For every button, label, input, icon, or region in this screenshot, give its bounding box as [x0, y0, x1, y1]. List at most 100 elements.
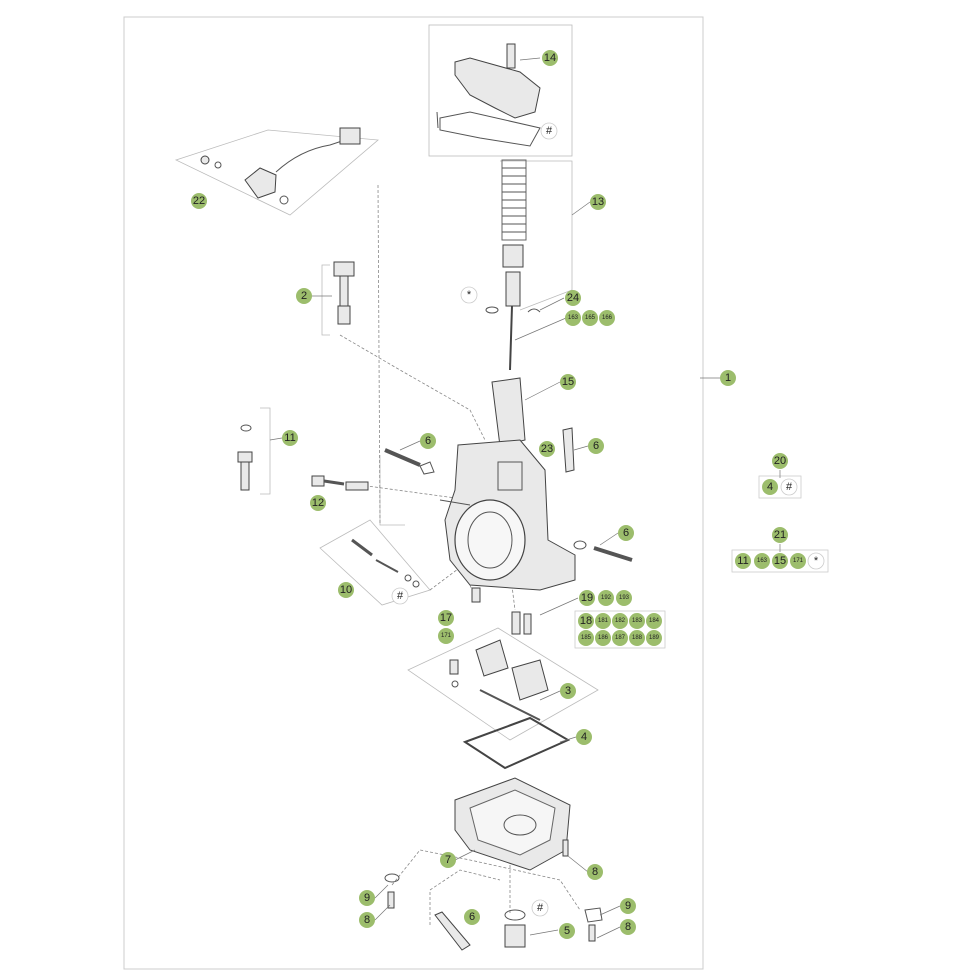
callout-166[interactable]: 166 — [599, 310, 615, 326]
svg-text:9: 9 — [625, 900, 631, 912]
callout-187[interactable]: 187 — [612, 630, 628, 646]
callout-8-bottom-right[interactable]: 8 — [620, 919, 636, 935]
callout-13[interactable]: 13 — [590, 194, 606, 210]
callout-6-bottom[interactable]: 6 — [464, 909, 480, 925]
hash-marker-throttle-cover[interactable]: # — [540, 122, 558, 140]
leader-6a — [399, 440, 421, 451]
leader-3 — [539, 690, 561, 701]
callout-2[interactable]: 2 — [296, 288, 312, 304]
part-carburetor-body — [439, 439, 576, 591]
callout-6-right[interactable]: 6 — [618, 525, 634, 541]
callout-21[interactable]: 21 — [772, 527, 788, 543]
leader-4 — [559, 736, 577, 743]
callout-24[interactable]: 24 — [565, 290, 581, 306]
part-spring — [485, 159, 527, 314]
svg-text:*: * — [467, 289, 472, 301]
callout-9-left[interactable]: 9 — [359, 890, 375, 906]
kit-21-callout-171[interactable]: 171 — [790, 553, 806, 569]
group-13-outline — [500, 160, 573, 311]
leader-19 — [539, 597, 579, 616]
callout-8-right[interactable]: 8 — [587, 864, 603, 880]
callout-14[interactable]: 14 — [542, 50, 558, 66]
callout-3[interactable]: 3 — [560, 683, 576, 699]
callout-193[interactable]: 193 — [616, 590, 632, 606]
callout-19[interactable]: 19 — [579, 590, 595, 606]
leader-13 — [571, 201, 591, 216]
group-2-outline — [321, 264, 330, 336]
kit-21-callout-11[interactable]: 11 — [735, 553, 751, 569]
kit-20-callout-4[interactable]: 4 — [762, 479, 778, 495]
callout-11[interactable]: 11 — [282, 430, 298, 446]
kit-21-star-marker[interactable]: * — [807, 552, 825, 570]
group-11-outline — [260, 407, 271, 495]
svg-text:24: 24 — [567, 292, 579, 304]
hash-marker-drain[interactable]: # — [531, 899, 549, 917]
callout-6-right-upper[interactable]: 6 — [588, 438, 604, 454]
svg-text:6: 6 — [623, 527, 629, 539]
hash-marker-air-screw[interactable]: # — [391, 587, 409, 605]
callout-15[interactable]: 15 — [560, 374, 576, 390]
svg-text:171: 171 — [441, 633, 452, 639]
svg-text:184: 184 — [649, 618, 660, 624]
svg-text:163: 163 — [568, 315, 579, 321]
callout-182[interactable]: 182 — [612, 613, 628, 629]
callout-192[interactable]: 192 — [598, 590, 614, 606]
svg-text:165: 165 — [585, 315, 596, 321]
svg-text:183: 183 — [632, 618, 643, 624]
callout-12[interactable]: 12 — [310, 495, 326, 511]
callout-186[interactable]: 186 — [595, 630, 611, 646]
callout-23[interactable]: 23 — [539, 441, 555, 457]
svg-text:1: 1 — [725, 372, 731, 384]
part-air-screw — [351, 538, 420, 588]
callout-10[interactable]: 10 — [338, 582, 354, 598]
svg-text:13: 13 — [592, 196, 604, 208]
assembly-line-12 — [359, 484, 471, 501]
svg-text:14: 14 — [544, 52, 556, 64]
callout-185[interactable]: 185 — [578, 630, 594, 646]
part-float — [449, 639, 549, 721]
assembly-line-8 — [391, 849, 581, 911]
callout-17[interactable]: 17 — [438, 610, 454, 626]
svg-text:6: 6 — [425, 435, 431, 447]
kit-21-callout-15[interactable]: 15 — [772, 553, 788, 569]
svg-text:163: 163 — [757, 558, 768, 564]
callout-188[interactable]: 188 — [629, 630, 645, 646]
callout-184[interactable]: 184 — [646, 613, 662, 629]
callout-165[interactable]: 165 — [582, 310, 598, 326]
callout-5[interactable]: 5 — [559, 923, 575, 939]
kit-21-callout-163[interactable]: 163 — [754, 553, 770, 569]
callout-20[interactable]: 20 — [772, 453, 788, 469]
callout-8-left[interactable]: 8 — [359, 912, 375, 928]
svg-text:187: 187 — [615, 635, 626, 641]
callout-183[interactable]: 183 — [629, 613, 645, 629]
part-pilot-jet — [471, 587, 481, 603]
leader-6b — [573, 445, 589, 451]
group-14-outline — [428, 24, 573, 157]
callout-9-right[interactable]: 9 — [620, 898, 636, 914]
svg-text:18: 18 — [580, 615, 592, 627]
svg-text:4: 4 — [581, 731, 587, 743]
callout-7[interactable]: 7 — [440, 852, 456, 868]
svg-text:171: 171 — [793, 558, 804, 564]
assembly-line-22 — [377, 184, 381, 526]
callout-6-upper[interactable]: 6 — [420, 433, 436, 449]
leader-5 — [529, 929, 559, 936]
svg-text:193: 193 — [619, 595, 630, 601]
star-marker-needle[interactable]: * — [460, 286, 478, 304]
callout-171-middle[interactable]: 171 — [438, 628, 454, 644]
svg-text:#: # — [546, 125, 553, 137]
leader-9a — [374, 884, 389, 899]
callout-163-top[interactable]: 163 — [565, 310, 581, 326]
leader-8a — [567, 855, 589, 873]
callout-181[interactable]: 181 — [595, 613, 611, 629]
kit-20-hash-marker[interactable]: # — [780, 478, 798, 496]
svg-text:17: 17 — [440, 612, 452, 624]
assembly-line-6b — [429, 869, 501, 925]
callout-4[interactable]: 4 — [576, 729, 592, 745]
callout-189[interactable]: 189 — [646, 630, 662, 646]
svg-text:3: 3 — [565, 685, 571, 697]
callout-18[interactable]: 18 — [578, 613, 594, 629]
callout-1[interactable]: 1 — [720, 370, 736, 386]
callout-22[interactable]: 22 — [191, 193, 207, 209]
